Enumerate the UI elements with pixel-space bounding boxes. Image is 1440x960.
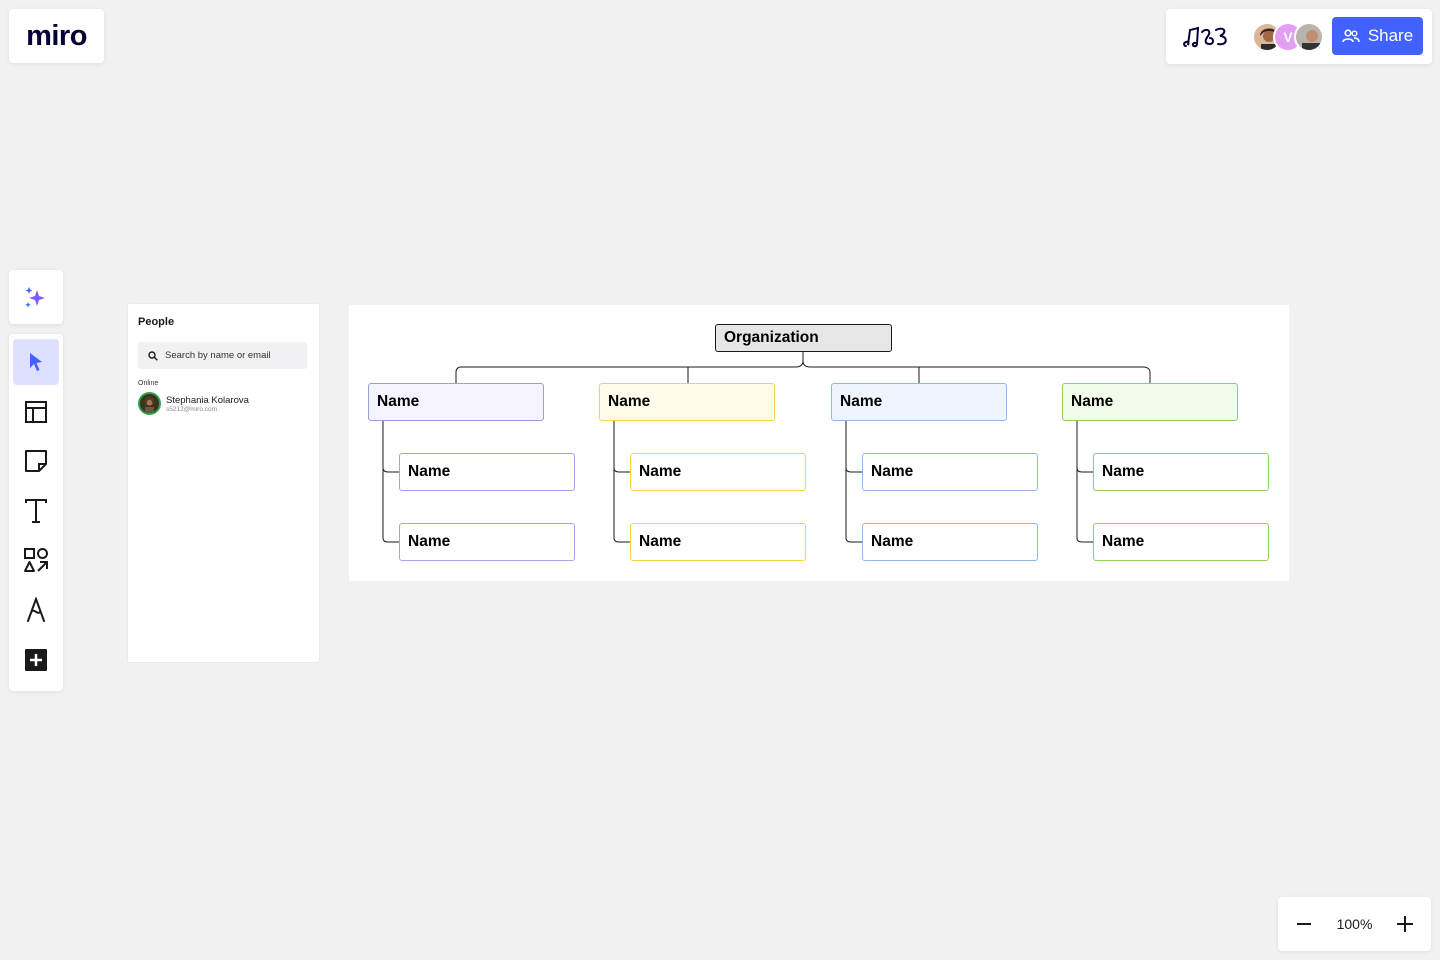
org-chart-connectors bbox=[382, 351, 1151, 543]
avatar[interactable] bbox=[1294, 21, 1324, 52]
text-icon bbox=[25, 498, 47, 523]
connector-line bbox=[382, 421, 399, 473]
tool-text[interactable] bbox=[13, 488, 59, 534]
tool-select[interactable] bbox=[13, 339, 59, 385]
connector-line bbox=[845, 421, 862, 473]
collaboration-bar: V Share bbox=[1166, 9, 1432, 64]
org-member-node[interactable]: Name bbox=[399, 453, 575, 491]
org-group-node[interactable]: Name bbox=[1062, 383, 1238, 421]
org-group-node[interactable]: Name bbox=[599, 383, 775, 421]
connector-line bbox=[613, 421, 630, 543]
tool-templates[interactable] bbox=[13, 389, 59, 435]
avatar-initial: V bbox=[1283, 28, 1293, 45]
node-label: Name bbox=[871, 533, 914, 550]
node-label: Name bbox=[1071, 393, 1114, 410]
tool-pen[interactable] bbox=[13, 587, 59, 633]
sticky-note-icon bbox=[25, 450, 47, 473]
person-item[interactable]: Stephania Kolarova s5212@miro.com bbox=[138, 392, 309, 415]
share-label: Share bbox=[1367, 26, 1414, 45]
tools-toolbar bbox=[9, 334, 63, 691]
plus-square-icon bbox=[25, 648, 47, 671]
logo-text: miro bbox=[26, 19, 87, 52]
node-label: Name bbox=[1102, 533, 1145, 550]
connector-line bbox=[613, 421, 630, 473]
tool-sticky-note[interactable] bbox=[13, 438, 59, 484]
tool-more[interactable] bbox=[13, 637, 59, 683]
cursor-icon bbox=[30, 353, 42, 371]
tool-shapes[interactable] bbox=[13, 537, 59, 583]
minus-icon bbox=[1297, 923, 1311, 925]
org-root-node[interactable]: Organization bbox=[715, 324, 892, 352]
search-icon bbox=[148, 350, 158, 361]
node-label: Name bbox=[408, 533, 451, 550]
miro-logo[interactable]: miro bbox=[9, 9, 104, 63]
org-member-node[interactable]: Name bbox=[630, 523, 806, 561]
zoom-in-button[interactable] bbox=[1392, 911, 1418, 937]
share-button[interactable]: Share bbox=[1332, 17, 1423, 55]
org-member-node[interactable]: Name bbox=[630, 453, 806, 491]
org-member-node[interactable]: Name bbox=[399, 523, 575, 561]
online-label: Online bbox=[138, 380, 159, 387]
connector-line bbox=[1076, 421, 1093, 473]
avatar-stack[interactable]: V bbox=[1252, 21, 1324, 52]
node-label: Name bbox=[608, 393, 651, 410]
node-label: Name bbox=[408, 463, 451, 480]
node-label: Organization bbox=[724, 329, 819, 346]
node-label: Name bbox=[639, 463, 682, 480]
shapes-icon bbox=[24, 548, 48, 573]
avatar bbox=[138, 392, 161, 415]
node-label: Name bbox=[871, 463, 914, 480]
people-icon bbox=[1342, 29, 1360, 43]
ai-assistant-button[interactable] bbox=[9, 270, 63, 324]
node-label: Name bbox=[377, 393, 420, 410]
org-member-node[interactable]: Name bbox=[862, 453, 1038, 491]
connector-line bbox=[1076, 421, 1093, 543]
connector-line bbox=[845, 421, 862, 543]
org-member-node[interactable]: Name bbox=[1093, 453, 1269, 491]
connector-line bbox=[382, 421, 399, 543]
people-search[interactable] bbox=[138, 342, 307, 369]
org-group-node[interactable]: Name bbox=[831, 383, 1007, 421]
zoom-controls: 100% bbox=[1278, 897, 1431, 951]
people-search-input[interactable] bbox=[165, 350, 295, 361]
org-group-node[interactable]: Name bbox=[368, 383, 544, 421]
plus-icon bbox=[1397, 916, 1413, 932]
pen-icon bbox=[27, 596, 45, 622]
zoom-level[interactable]: 100% bbox=[1336, 916, 1373, 932]
org-member-node[interactable]: Name bbox=[862, 523, 1038, 561]
zoom-out-button[interactable] bbox=[1291, 911, 1317, 937]
node-label: Name bbox=[840, 393, 883, 410]
node-label: Name bbox=[639, 533, 682, 550]
person-name: Stephania Kolarova bbox=[166, 394, 249, 406]
node-label: Name bbox=[1102, 463, 1145, 480]
layout-icon bbox=[25, 400, 47, 423]
sparkles-icon bbox=[25, 287, 45, 308]
person-email: s5212@miro.com bbox=[166, 405, 218, 413]
org-member-node[interactable]: Name bbox=[1093, 523, 1269, 561]
people-panel: People Online Stephania Kolarova s5212@m… bbox=[128, 304, 319, 662]
collaboration-squiggle-icon[interactable] bbox=[1180, 22, 1232, 52]
people-panel-title: People bbox=[138, 316, 175, 328]
